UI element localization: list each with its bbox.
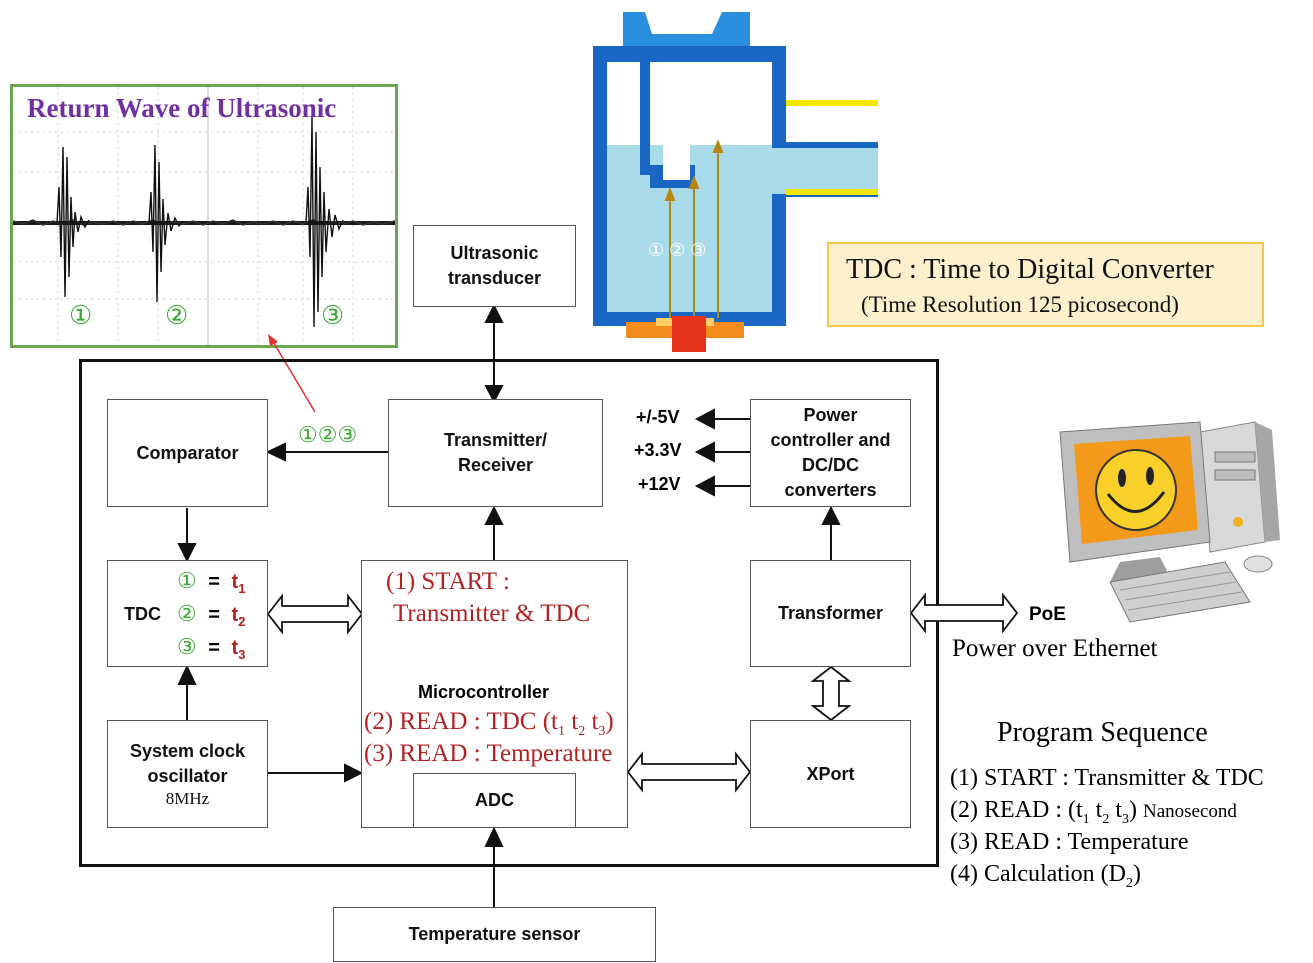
tdc-note: TDC : Time to Digital Converter (Time Re… [827, 242, 1264, 327]
vessel-markers: ① ② ③ [648, 240, 707, 260]
transmitter-receiver-block: Transmitter/ Receiver [388, 399, 603, 507]
micro-label: Microcontroller [418, 682, 550, 702]
voltage-5v: +/-5V [636, 407, 680, 427]
ultrasonic-transducer-block: Ultrasonic transducer [413, 225, 576, 307]
program-step-4-suffix: ) [1132, 861, 1141, 887]
comparator-label: Comparator [136, 442, 239, 463]
tdc-row-3: ③ = t3 [177, 634, 245, 662]
tdc-row-3-t: t3 [231, 637, 246, 662]
txrx-line2: Receiver [457, 455, 534, 475]
poe-description: Power over Ethernet [952, 635, 1158, 662]
program-title: Program Sequence [997, 717, 1208, 748]
scope-title: Return Wave of Ultrasonic [27, 93, 337, 123]
program-step-1: (1) START : Transmitter & TDC [950, 765, 1264, 791]
poe-label: PoE [1029, 604, 1066, 625]
power-line1: Power [803, 405, 858, 425]
vessel-illustration [593, 12, 878, 352]
tdc-label: TDC [124, 604, 161, 624]
tdc-row-2: ② = t2 [177, 601, 245, 629]
scope-waveform [13, 87, 395, 345]
power-line4: converters [784, 480, 877, 500]
scope-pointer-arrow [268, 334, 316, 413]
tdc-row-3-sub: 3 [238, 647, 246, 662]
scope-marker-2: ② [165, 300, 189, 330]
ultrasonic-line1: Ultrasonic [450, 243, 539, 263]
adc-label: ADC [475, 790, 514, 810]
micro-step-1a: (1) START : [386, 568, 510, 595]
temperature-sensor-label: Temperature sensor [408, 924, 581, 944]
comparator-block: Comparator [107, 399, 268, 507]
power-controller-block: Power controller and DC/DC converters [750, 399, 911, 507]
program-step-3: (3) READ : Temperature [950, 829, 1189, 855]
tdc-row-1-mark: ① [177, 568, 197, 593]
micro-step-2-t3: t [591, 708, 599, 735]
voltage-3v3: +3.3V [634, 440, 682, 460]
tdc-row-2-t: t2 [231, 604, 246, 629]
clock-line2: oscillator [147, 766, 228, 786]
program-step-4-sub: 2 [1125, 875, 1133, 891]
tdc-note-line1: TDC : Time to Digital Converter [846, 254, 1214, 285]
micro-step-3: (3) READ : Temperature [364, 740, 613, 767]
tdc-row-1: ① = t1 [177, 568, 245, 596]
xport-label: XPort [806, 763, 855, 784]
clock-frequency: 8MHz [165, 789, 210, 808]
voltage-12v: +12V [638, 474, 681, 494]
tdc-row-2-mark: ② [177, 601, 197, 626]
tdc-row-1-sub: 1 [238, 581, 246, 596]
micro-step-1b: Transmitter & TDC [393, 600, 591, 627]
program-step-4: (4) Calculation (D2) [950, 861, 1141, 892]
tdc-row-3-eq: = [208, 637, 220, 659]
tdc-row-1-t-char: t [231, 571, 239, 593]
program-step-2-t2: t [1095, 797, 1103, 823]
micro-step-2-close: ) [605, 708, 614, 735]
program-step-2-t3-sub: 3 [1122, 811, 1129, 827]
tdc-row-3-t-char: t [231, 637, 239, 659]
power-line2: controller and [770, 430, 891, 450]
micro-step-2: (2) READ : TDC (t1 t2 t3) [364, 708, 614, 740]
scope-panel: Return Wave of Ultrasonic ① ② ③ [10, 84, 398, 348]
micro-step-2-t3-sub: 3 [598, 724, 606, 739]
micro-step-2-prefix: (2) READ : TDC (t [364, 708, 558, 735]
program-step-2-t1-sub: 1 [1082, 811, 1090, 827]
program-step-2-t2-sub: 2 [1102, 811, 1110, 827]
program-step-2-t3: t [1115, 797, 1122, 823]
tdc-row-3-mark: ③ [177, 634, 197, 659]
scope-marker-3: ③ [321, 300, 345, 330]
program-step-2-close: ) [1129, 797, 1137, 823]
adc-block: ADC [413, 773, 576, 828]
program-step-2-prefix: (2) READ : (t [950, 797, 1083, 823]
system-clock-block: System clock oscillator 8MHz [107, 720, 268, 828]
tdc-row-2-eq: = [208, 604, 220, 626]
tdc-row-1-eq: = [208, 571, 220, 593]
micro-step-2-t2: t [571, 708, 579, 735]
xport-block: XPort [750, 720, 911, 828]
clock-line1: System clock [129, 741, 246, 761]
computer-illustration [1059, 421, 1280, 623]
program-step-4-prefix: (4) Calculation (D [950, 861, 1126, 887]
txrx-line1: Transmitter/ [443, 430, 548, 450]
program-step-2: (2) READ : (t1 t2 t3) Nanosecond [950, 797, 1237, 828]
transformer-label: Transformer [777, 603, 884, 623]
transformer-block: Transformer [750, 560, 911, 667]
program-step-2-suffix: Nanosecond [1143, 801, 1237, 822]
temperature-sensor-block: Temperature sensor [333, 907, 656, 962]
tdc-note-line2: (Time Resolution 125 picosecond) [861, 292, 1179, 317]
program-sequence: Program Sequence (1) START : Transmitter… [950, 715, 1305, 895]
micro-step-2-t1-sub: 1 [557, 724, 565, 739]
ultrasonic-line2: transducer [447, 268, 542, 288]
power-line3: DC/DC [802, 455, 859, 475]
tdc-block: TDC [107, 560, 268, 667]
tdc-row-2-sub: 2 [238, 614, 246, 629]
signal-markers-label: ①②③ [298, 422, 358, 447]
scope-marker-1: ① [69, 300, 93, 330]
tdc-row-2-t-char: t [231, 604, 239, 626]
tdc-row-1-t: t1 [231, 571, 246, 596]
micro-step-2-t2-sub: 2 [578, 724, 586, 739]
